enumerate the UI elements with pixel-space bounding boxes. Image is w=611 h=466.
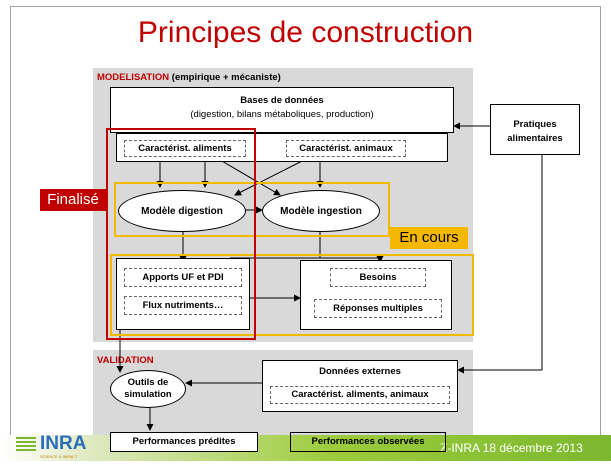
apports-uf-pdi-box: Apports UF et PDI	[124, 268, 242, 287]
caract-animaux-box: Caractérist. animaux	[286, 140, 406, 157]
modelisation-label: MODELISATION (empirique + mécaniste)	[97, 72, 281, 83]
inra-logo-text: INRA	[40, 433, 87, 454]
en-cours-tag: En cours	[390, 227, 468, 249]
perf-observees-box: Performances observées	[290, 432, 446, 452]
en-cours-frame-besoins	[110, 254, 474, 336]
inra-logo: INRA SCIENCE & IMPACT	[14, 433, 94, 461]
outils-simulation-ellipse: Outils de simulation	[110, 370, 186, 408]
flux-nutriments-box: Flux nutriments…	[124, 296, 242, 315]
finalise-frame	[106, 128, 256, 340]
pratiques-alimentaires-box: Pratiques alimentaires	[490, 104, 580, 155]
inra-logo-subtext: SCIENCE & IMPACT	[40, 454, 78, 459]
caract-aliments-animaux-box: Caractérist. aliments, animaux	[270, 386, 450, 404]
modele-ingestion-ellipse: Modèle ingestion	[262, 190, 380, 232]
slide-title: Principes de construction	[137, 16, 474, 49]
footer-bar	[0, 435, 611, 461]
footer-text: Z-INRA 18 décembre 2013	[440, 441, 583, 455]
reponses-multiples-box: Réponses multiples	[314, 299, 442, 318]
en-cours-frame-models	[114, 182, 390, 237]
perf-predites-box: Performances prédites	[110, 432, 258, 452]
besoins-box: Besoins	[330, 268, 426, 287]
finalise-tag: Finalisé	[40, 189, 106, 211]
modele-digestion-ellipse: Modèle digestion	[118, 190, 246, 232]
caract-aliments-box: Caractérist. aliments	[124, 140, 246, 157]
inra-logo-icon	[16, 437, 36, 451]
validation-label: VALIDATION	[97, 355, 154, 366]
donnees-externes-label: Données externes	[319, 366, 401, 377]
bases-de-donnees-box: Bases de données (digestion, bilans méta…	[110, 87, 454, 133]
